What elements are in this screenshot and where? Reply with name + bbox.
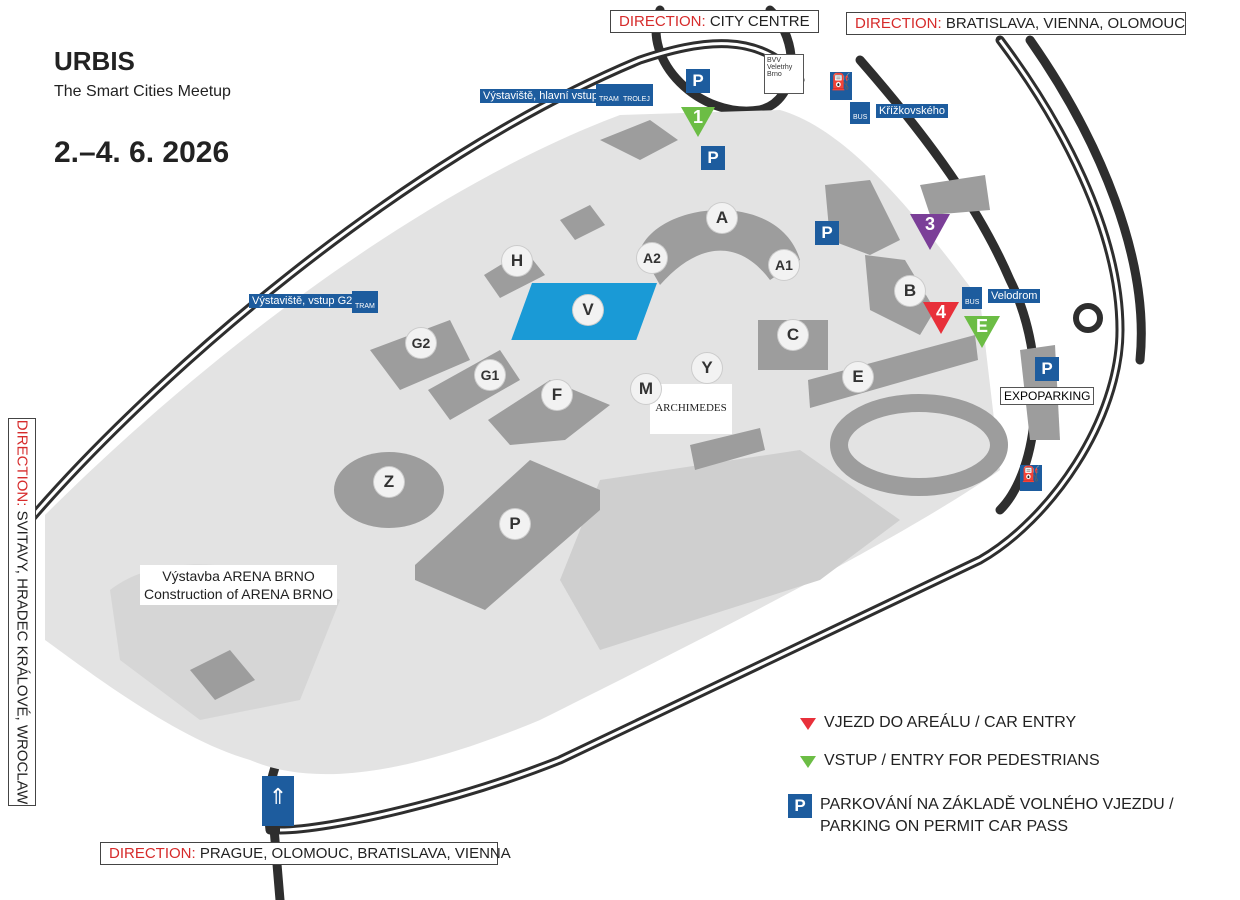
hall-g2[interactable]: G2	[406, 328, 436, 358]
parking-icon: P	[788, 794, 812, 818]
fuel-station-icon: ⛽	[1020, 465, 1042, 491]
event-subtitle: The Smart Cities Meetup	[54, 83, 231, 100]
hall-v[interactable]: V	[573, 295, 603, 325]
direction-svitavy: DIRECTION: SVITAVY, HRADEC KRÁLOVÉ, WROC…	[8, 418, 36, 806]
stop-g2: Výstaviště, vstup G2	[249, 294, 356, 308]
hall-y[interactable]: Y	[692, 353, 722, 383]
direction-text: PRAGUE, OLOMOUC, BRATISLAVA, VIENNA	[199, 845, 511, 862]
direction-text: CITY CENTRE	[709, 13, 810, 30]
legend-label: VJEZD DO AREÁLU / CAR ENTRY	[824, 714, 1077, 731]
direction-prague: DIRECTION: PRAGUE, OLOMOUC, BRATISLAVA, …	[100, 842, 511, 865]
hall-e[interactable]: E	[843, 362, 873, 392]
legend-car-entry: VJEZD DO AREÁLU / CAR ENTRY	[800, 714, 1076, 732]
trolleybus-icon: TROLEJ	[620, 84, 653, 106]
expoparking-label: EXPOPARKING	[1000, 387, 1095, 405]
event-title: URBIS	[54, 46, 135, 76]
hall-g1[interactable]: G1	[475, 360, 505, 390]
hall-m[interactable]: M	[631, 374, 661, 404]
parking-icon: P	[1035, 357, 1059, 381]
hall-f[interactable]: F	[542, 380, 572, 410]
bus-icon: BUS	[850, 102, 871, 124]
legend-label: VSTUP / ENTRY FOR PEDESTRIANS	[824, 752, 1100, 769]
bvv-logo: BVV Veletrhy Brno	[764, 54, 804, 94]
direction-text: SVITAVY, HRADEC KRÁLOVÉ, WROCLAW	[13, 510, 31, 805]
hall-a2[interactable]: A2	[637, 243, 667, 273]
hall-b[interactable]: B	[895, 276, 925, 306]
event-date: 2.–4. 6. 2026	[54, 136, 230, 169]
direction-city-centre: DIRECTION: CITY CENTRE	[610, 10, 819, 33]
parking-icon: P	[686, 69, 710, 93]
car-entry-icon	[800, 718, 816, 730]
arena-label-en: Construction of ARENA BRNO	[144, 586, 334, 602]
parking-icon: P	[815, 221, 839, 245]
arena-construction-label: Výstavba ARENA BRNO Construction of ARENA…	[140, 565, 338, 605]
tram-icon: TRAM	[352, 291, 378, 313]
legend-parking: P PARKOVÁNÍ NA ZÁKLADĚ VOLNÉHO VJEZDU / PA…	[788, 794, 1174, 838]
direction-prefix: DIRECTION:	[855, 15, 942, 32]
hall-a[interactable]: A	[707, 203, 737, 233]
direction-text: BRATISLAVA, VIENNA, OLOMOUC	[945, 15, 1186, 32]
legend-label: PARKING ON PERMIT CAR PASS	[820, 818, 1069, 835]
legend-pedestrian-entry: VSTUP / ENTRY FOR PEDESTRIANS	[800, 752, 1100, 770]
stop-velodrom: Velodrom	[988, 289, 1041, 303]
hall-p[interactable]: P	[500, 509, 530, 539]
direction-prefix: DIRECTION:	[619, 13, 706, 30]
motorway-icon: ⇑	[262, 776, 294, 826]
hall-z[interactable]: Z	[374, 467, 404, 497]
stop-main-entrance: Výstaviště, hlavní vstup	[480, 89, 601, 103]
bus-icon: BUS	[962, 287, 983, 309]
tram-icon: TRAM	[596, 84, 622, 106]
direction-prefix: DIRECTION:	[13, 419, 31, 507]
legend-label: PARKOVÁNÍ NA ZÁKLADĚ VOLNÉHO VJEZDU /	[820, 796, 1174, 813]
hall-c[interactable]: C	[778, 320, 808, 350]
arena-label-cz: Výstavba ARENA BRNO	[162, 568, 315, 584]
hall-h[interactable]: H	[502, 246, 532, 276]
stop-krizkovskeho: Křížkovského	[876, 104, 949, 118]
archimedes-logo: ARCHIMEDES	[650, 384, 732, 434]
hall-a1[interactable]: A1	[769, 250, 799, 280]
fuel-station-icon: ⛽	[830, 72, 852, 100]
direction-bratislava: DIRECTION: BRATISLAVA, VIENNA, OLOMOUC	[846, 12, 1186, 35]
parking-icon: P	[701, 146, 725, 170]
pedestrian-entry-icon	[800, 756, 816, 768]
direction-prefix: DIRECTION:	[109, 845, 196, 862]
